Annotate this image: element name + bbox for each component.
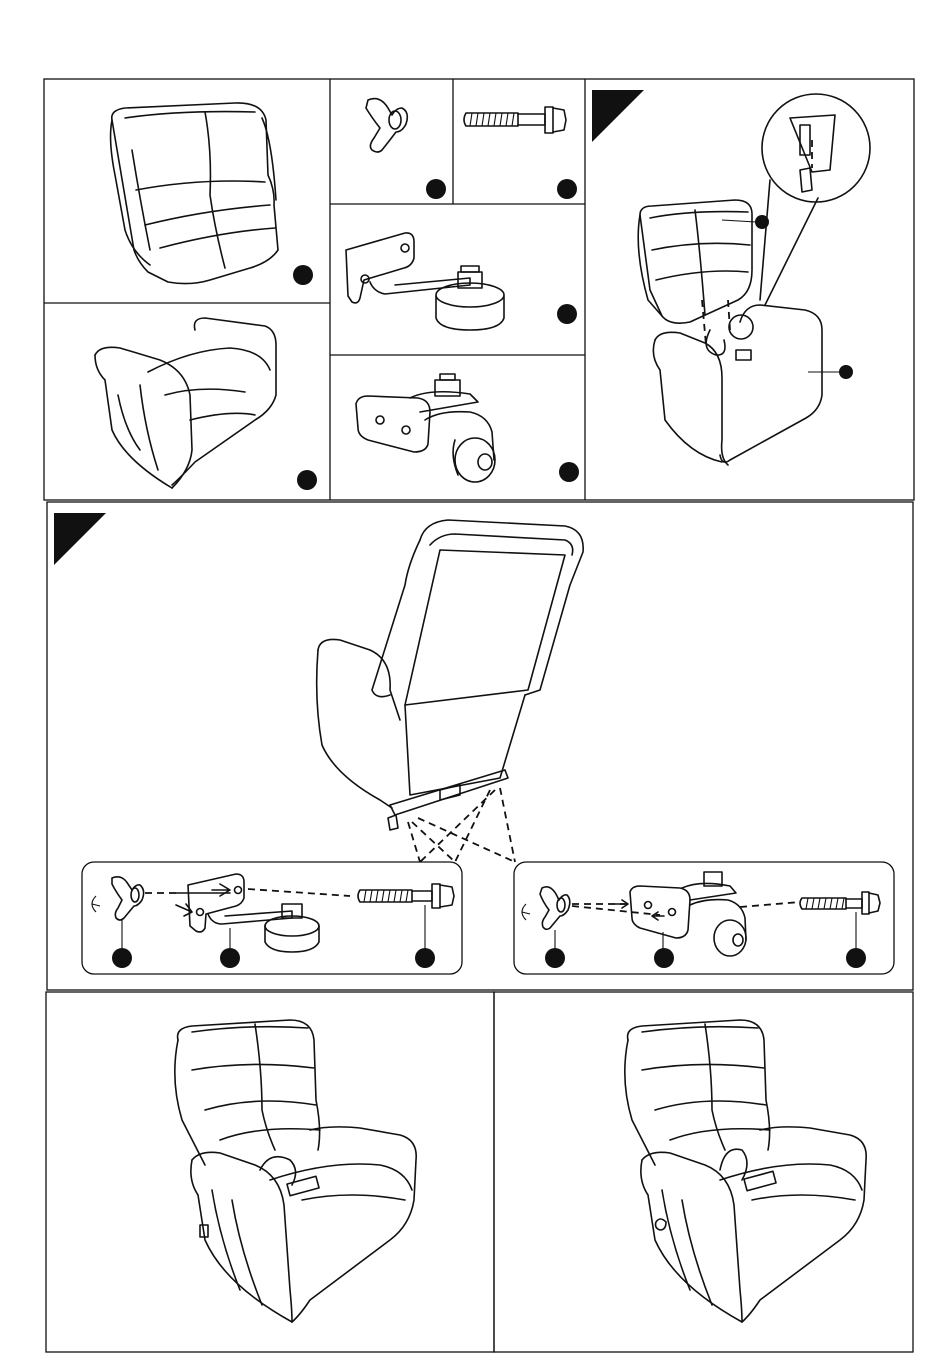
seat-base-part (95, 318, 317, 490)
swivel-caster-part (356, 374, 579, 482)
backrest-icon (111, 103, 278, 284)
wing-nut-icon (112, 877, 144, 920)
bolt-icon (800, 892, 880, 914)
wing-nut-icon (540, 887, 570, 929)
step-1-tag (592, 90, 644, 142)
seat-base-icon (95, 318, 276, 488)
assembled-chair-front-left (175, 1020, 416, 1322)
recliner-icon (625, 1020, 866, 1322)
caster-icon (356, 374, 495, 482)
backrest-part (111, 103, 313, 285)
caster-detail-illustration (522, 872, 880, 968)
step-2-chair-back-view (317, 520, 584, 862)
recliner-icon (175, 1020, 416, 1322)
step-1-chair-illustration (638, 94, 870, 465)
bolt-icon (464, 107, 566, 133)
step-2-panel (54, 513, 894, 974)
assembled-chair-front-right (625, 1020, 866, 1322)
fixed-roller-bracket-part (346, 233, 577, 330)
bolt-part (464, 107, 577, 199)
bolt-icon (358, 884, 454, 908)
wing-nut-icon (366, 99, 407, 152)
wing-nut-part (366, 99, 446, 199)
roller-detail-illustration (92, 874, 454, 968)
step-1-panel (592, 90, 870, 465)
roller-bracket-icon (346, 233, 504, 330)
step-2-tag (54, 513, 106, 565)
roller-detail-box (82, 862, 462, 974)
